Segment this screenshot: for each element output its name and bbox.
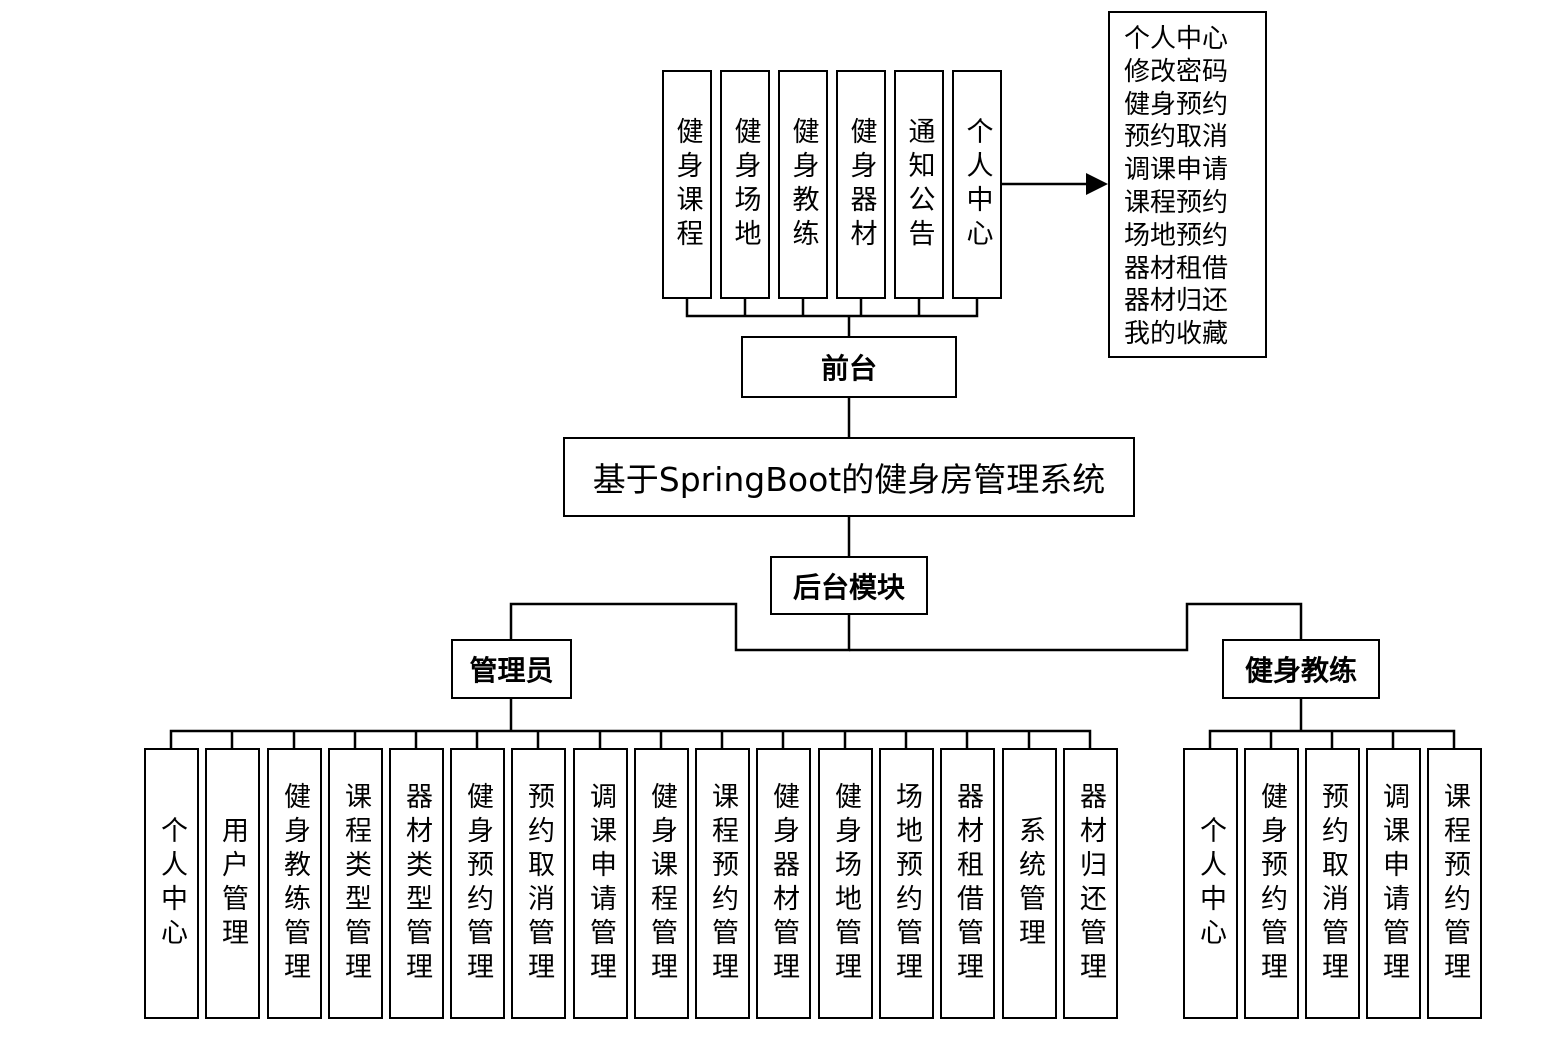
system-title: 基于SpringBoot的健身房管理系统 [563,437,1135,517]
list-item: 个人中心 [1124,24,1229,54]
front-module-fitness-venue: 健身场地 [720,70,770,299]
admin-bus [169,729,1092,749]
admin-module-12: 场地预约管理 [879,748,934,1019]
coach-node: 健身教练 [1222,639,1380,699]
admin-module-6: 预约取消管理 [511,748,566,1019]
admin-module-0: 个人中心 [144,748,199,1019]
backend-node: 后台模块 [770,556,928,615]
admin-module-3: 课程类型管理 [328,748,383,1019]
admin-module-9: 课程预约管理 [695,748,750,1019]
list-item: 我的收藏 [1124,319,1229,350]
admin-module-4: 器材类型管理 [389,748,444,1019]
admin-module-8: 健身课程管理 [634,748,689,1019]
admin-module-1: 用户管理 [205,748,260,1019]
list-item: 修改密码 [1124,56,1229,87]
personal-center-list: 个人中心 修改密码 健身预约 预约取消 调课申请 课程预约 场地预约 器材租借 … [1108,11,1267,358]
list-item: 器材租借 [1124,253,1229,284]
admin-module-11: 健身场地管理 [818,748,873,1019]
admin-module-13: 器材租借管理 [940,748,995,1019]
admin-module-10: 健身器材管理 [756,748,811,1019]
front-module-fitness-course: 健身课程 [662,70,712,299]
coach-module-3: 调课申请管理 [1366,748,1421,1019]
front-module-personal-center: 个人中心 [952,70,1002,299]
list-item: 调课申请 [1124,155,1229,186]
admin-module-15: 器材归还管理 [1063,748,1118,1019]
list-item: 健身预约 [1124,89,1229,120]
coach-module-4: 课程预约管理 [1427,748,1482,1019]
front-module-notice: 通知公告 [894,70,944,299]
front-module-fitness-coach: 健身教练 [778,70,828,299]
admin-module-14: 系统管理 [1002,748,1057,1019]
list-item: 器材归还 [1124,286,1229,317]
frontend-node: 前台 [741,336,957,398]
arrow-head-icon [1086,173,1108,195]
admin-module-7: 调课申请管理 [573,748,628,1019]
admin-module-2: 健身教练管理 [267,748,322,1019]
admin-module-5: 健身预约管理 [450,748,505,1019]
list-item: 预约取消 [1124,122,1229,153]
front-module-fitness-equipment: 健身器材 [836,70,886,299]
list-item: 场地预约 [1124,220,1229,251]
coach-module-1: 健身预约管理 [1244,748,1299,1019]
list-item: 课程预约 [1124,187,1229,218]
admin-node: 管理员 [451,639,572,699]
front-bus [685,298,979,318]
coach-module-2: 预约取消管理 [1305,748,1360,1019]
coach-module-0: 个人中心 [1183,748,1238,1019]
